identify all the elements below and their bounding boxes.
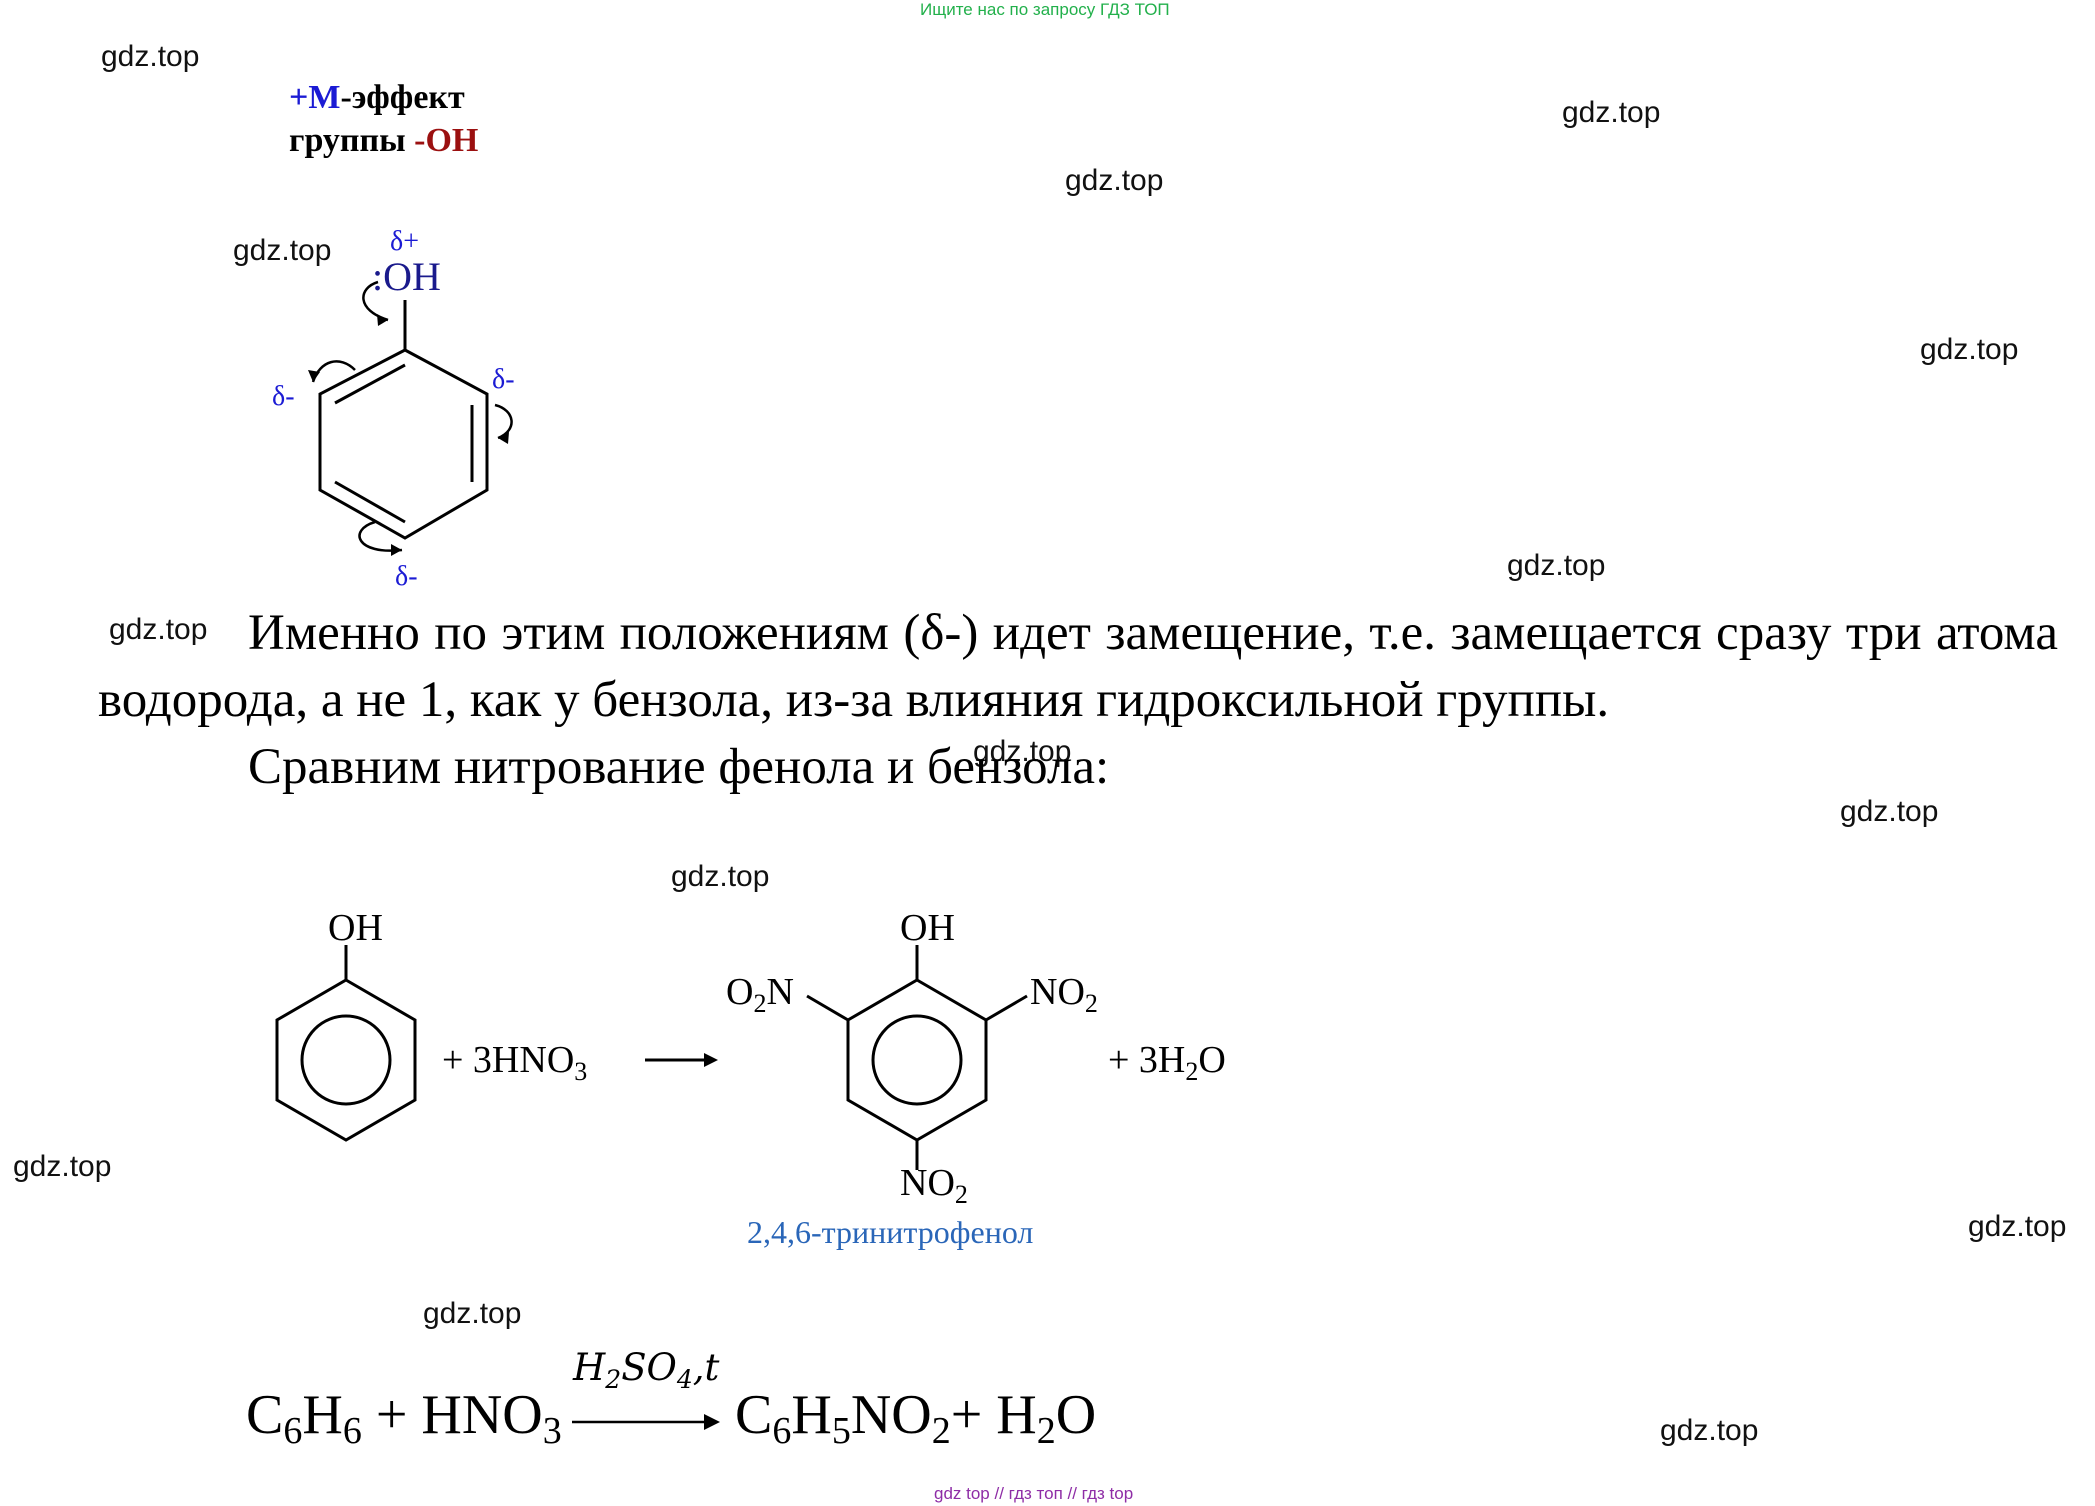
watermark: gdz.top bbox=[233, 234, 332, 267]
phenol-nitration-scheme: OH + 3HNO3 OH O2N NO2 NO2 + 3H2O 2,4,6-т… bbox=[275, 907, 1226, 1250]
picric-oh: OH bbox=[900, 907, 955, 949]
watermark: gdz.top bbox=[973, 735, 1072, 768]
picric-acid-ring bbox=[806, 945, 1028, 1170]
heading-line-2: группы -OH bbox=[289, 119, 478, 163]
watermark: gdz.top bbox=[13, 1150, 112, 1183]
phenol-oh: OH bbox=[328, 907, 383, 949]
oh-lone-pair-label: :OH bbox=[372, 254, 441, 299]
product-name-label: 2,4,6-тринитрофенол bbox=[747, 1214, 1033, 1250]
watermark: gdz.top bbox=[1920, 333, 2019, 366]
group-word: группы bbox=[289, 122, 406, 159]
plus-m-label: +M bbox=[289, 79, 341, 116]
watermark: gdz.top bbox=[109, 613, 208, 646]
top-banner[interactable]: Ищите нас по запросу ГДЗ ТОП bbox=[920, 0, 1170, 19]
delta-minus-para: δ- bbox=[395, 561, 418, 592]
paragraph-substitution: Именно по этим положениям (δ-) идет заме… bbox=[98, 605, 2058, 728]
bottom-banner[interactable]: gdz top // гдз топ // гдз top bbox=[934, 1484, 1134, 1503]
watermark: gdz.top bbox=[101, 40, 200, 73]
delta-minus-ortho-left: δ- bbox=[272, 381, 295, 412]
curved-arrows bbox=[311, 280, 513, 552]
benzene-nitration-equation: C6H6 + HNO3 bbox=[246, 1384, 562, 1452]
benzene-nitration-products: C6H5NO2+ H2O bbox=[735, 1384, 1097, 1452]
phenol-resonance-diagram: δ+ :OH δ- δ- δ- bbox=[272, 226, 515, 592]
paragraph-compare: Сравним нитрование фенола и бензола: bbox=[248, 739, 1110, 795]
nitric-acid-reagent: + 3HNO3 bbox=[442, 1039, 587, 1086]
nitro-group-right: NO2 bbox=[1030, 971, 1098, 1018]
delta-plus-label: δ+ bbox=[390, 226, 419, 257]
watermark: gdz.top bbox=[1065, 164, 1164, 197]
delta-minus-ortho-right: δ- bbox=[492, 364, 515, 395]
water-product: + 3H2O bbox=[1108, 1039, 1226, 1086]
watermark: gdz.top bbox=[1968, 1210, 2067, 1243]
phenol-ring bbox=[275, 945, 417, 1142]
arrow-heads bbox=[308, 314, 509, 556]
watermark: gdz.top bbox=[1840, 795, 1939, 828]
watermark: gdz.top bbox=[1507, 549, 1606, 582]
conditions-arrow bbox=[572, 1414, 720, 1430]
watermark: gdz.top bbox=[1660, 1414, 1759, 1447]
effect-word: -эффект bbox=[340, 79, 465, 116]
watermark: gdz.top bbox=[671, 860, 770, 893]
benzene-ring bbox=[318, 300, 489, 540]
reaction-conditions: H2SO4,t bbox=[573, 1346, 720, 1394]
reaction-arrow bbox=[645, 1053, 718, 1067]
nitro-group-left: O2N bbox=[726, 971, 794, 1018]
watermark: gdz.top bbox=[423, 1297, 522, 1330]
oh-group-label: -OH bbox=[414, 122, 479, 159]
heading-line-1: +M-эффект bbox=[289, 76, 465, 120]
watermark: gdz.top bbox=[1562, 96, 1661, 129]
body-text: Именно по этим положениям (δ-) идет заме… bbox=[98, 600, 2058, 801]
nitro-group-para: NO2 bbox=[900, 1162, 968, 1209]
